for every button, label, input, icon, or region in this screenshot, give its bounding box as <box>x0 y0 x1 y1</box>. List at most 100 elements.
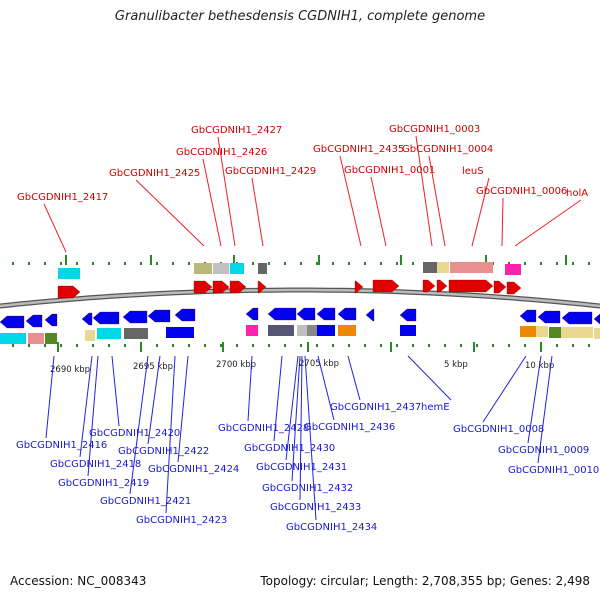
reverse-gene-arrow <box>267 307 297 321</box>
bottom-label-leader <box>317 355 335 421</box>
tick-dot-bottom <box>252 344 254 347</box>
reverse-gene-arrow <box>0 315 25 329</box>
tick-major-bottom <box>57 342 59 352</box>
tick-dot-top <box>108 262 110 265</box>
reverse-gene-arrow <box>316 307 336 321</box>
bottom-gene-label: GbCGDNIH1_2431 <box>256 462 347 473</box>
tick-dot-top <box>508 262 510 265</box>
top-label-leader <box>202 158 222 247</box>
tick-dot-bottom <box>524 344 526 347</box>
reverse-gene-arrow <box>147 309 171 323</box>
bottom-label-leader <box>177 355 189 463</box>
tick-dot-bottom <box>284 344 286 347</box>
reverse-gene-arrow <box>593 313 600 325</box>
bottom-label-leader <box>291 355 301 482</box>
tick-dot-top <box>524 262 526 265</box>
tick-dot-bottom <box>508 344 510 347</box>
genome-title: Granulibacter bethesdensis CGDNIH1, comp… <box>114 9 486 24</box>
bottom-label-leader <box>45 355 55 439</box>
bottom-label-leader <box>304 355 317 521</box>
bottom-gene-label: GbCGDNIH1_2418 <box>50 459 141 470</box>
feature-box <box>400 325 416 336</box>
tick-dot-bottom <box>444 344 446 347</box>
accession-text: Accession: NC_008343 <box>10 574 147 588</box>
top-gene-label: GbCGDNIH1_2435 <box>313 144 404 155</box>
feature-box <box>28 333 44 344</box>
tick-dot-bottom <box>60 344 62 347</box>
tick-dot-bottom <box>268 344 270 347</box>
tick-major-bottom <box>473 342 475 352</box>
tick-major-top <box>565 255 567 265</box>
bottom-label-leader <box>527 355 542 444</box>
bottom-label-leader <box>87 355 99 477</box>
tick-dot-top <box>44 262 46 265</box>
bottom-gene-label: GbCGDNIH1_2419 <box>58 478 149 489</box>
feature-box <box>307 325 317 336</box>
tick-dot-top <box>268 262 270 265</box>
reverse-gene-arrow <box>44 313 58 327</box>
reverse-gene-arrow <box>519 309 537 323</box>
feature-box <box>85 330 95 341</box>
top-gene-label: GbCGDNIH1_0003 <box>389 124 480 135</box>
tick-dot-bottom <box>92 344 94 347</box>
top-label-leader <box>501 197 504 247</box>
bottom-gene-label: GbCGDNIH1_2420 <box>89 428 180 439</box>
top-label-leader <box>339 155 362 247</box>
reverse-gene-arrow <box>245 307 259 321</box>
scale-tick-label: 2700 kbp <box>216 360 256 370</box>
reverse-gene-arrow <box>122 310 148 324</box>
bottom-label-leader <box>247 355 253 422</box>
tick-dot-top <box>300 262 302 265</box>
top-gene-label: GbCGDNIH1_0001 <box>344 165 435 176</box>
feature-box <box>124 328 148 339</box>
tick-dot-bottom <box>188 344 190 347</box>
tick-dot-top <box>540 262 542 265</box>
top-label-leader <box>43 203 67 253</box>
tick-major-top <box>485 255 487 265</box>
tick-dot-bottom <box>28 344 30 347</box>
feature-box <box>213 263 229 274</box>
tick-dot-top <box>140 262 142 265</box>
tick-dot-top <box>316 262 318 265</box>
feature-box <box>338 325 356 336</box>
bottom-gene-label: GbCGDNIH1_2424 <box>148 464 239 475</box>
forward-gene-arrow <box>229 280 247 294</box>
forward-gene-arrow <box>193 280 213 294</box>
tick-dot-bottom <box>316 344 318 347</box>
bottom-label-leader <box>407 355 452 401</box>
tick-dot-top <box>412 262 414 265</box>
tick-dot-bottom <box>588 344 590 347</box>
reverse-gene-arrow <box>92 311 120 325</box>
feature-box <box>97 328 121 339</box>
top-gene-label: GbCGDNIH1_2417 <box>17 192 108 203</box>
tick-dot-top <box>76 262 78 265</box>
tick-dot-bottom <box>236 344 238 347</box>
feature-box <box>505 264 521 275</box>
tick-dot-bottom <box>412 344 414 347</box>
tick-major-top <box>400 255 402 265</box>
feature-box <box>561 327 593 338</box>
top-gene-label: GbCGDNIH1_0004 <box>402 144 493 155</box>
genome-summary-text: Topology: circular; Length: 2,708,355 bp… <box>260 574 590 588</box>
bottom-label-leader <box>482 355 527 423</box>
feature-box <box>520 326 536 337</box>
bottom-gene-label: GbCGDNIH1_0008 <box>453 424 544 435</box>
tick-dot-bottom <box>44 344 46 347</box>
tick-dot-top <box>124 262 126 265</box>
tick-major-bottom <box>140 342 142 352</box>
tick-dot-bottom <box>348 344 350 347</box>
reverse-gene-arrow <box>174 308 196 322</box>
top-label-leader <box>135 179 205 247</box>
top-gene-label: leuS <box>462 166 484 177</box>
forward-gene-arrow <box>212 280 230 294</box>
top-gene-label: GbCGDNIH1_2427 <box>191 125 282 136</box>
tick-dot-top <box>556 262 558 265</box>
bottom-label-leader <box>147 355 161 445</box>
scale-tick-label: 2695 kbp <box>133 362 173 372</box>
tick-dot-top <box>172 262 174 265</box>
forward-gene-arrow <box>436 279 448 293</box>
reverse-gene-arrow <box>296 307 316 321</box>
bottom-label-leader <box>285 355 299 461</box>
top-label-leader <box>217 136 236 247</box>
reverse-gene-arrow <box>399 308 417 322</box>
